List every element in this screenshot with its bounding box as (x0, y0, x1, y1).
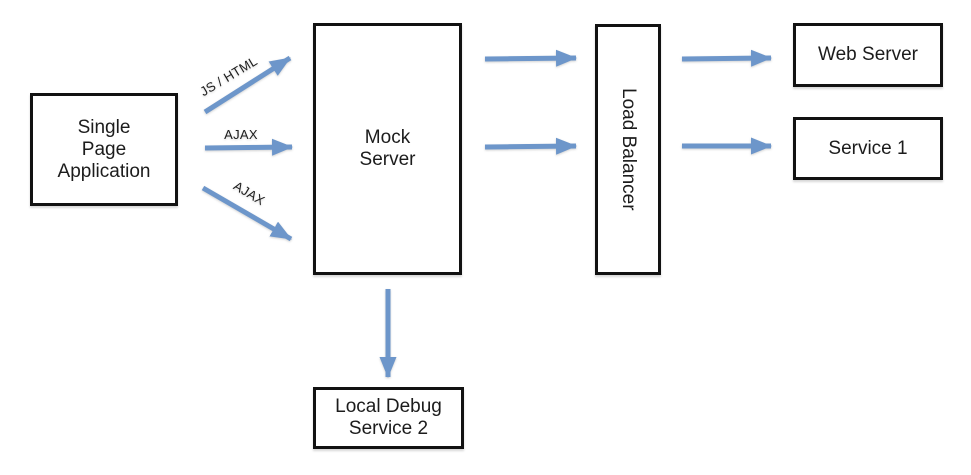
node-mock-server: Mock Server (313, 23, 462, 275)
edge-label-ajax-bottom: AJAX (231, 178, 268, 208)
node-service-1-label: Service 1 (828, 137, 908, 159)
node-single-page-application: Single Page Application (30, 93, 178, 206)
node-web-server-label: Web Server (818, 44, 918, 65)
edge-spa-to-mock-js-html (203, 55, 292, 115)
node-local-debug-service-2: Local Debug Service 2 (313, 387, 464, 449)
edge-label-js-html: JS / HTML (197, 53, 260, 99)
node-single-page-application-label: Single Page Application (57, 116, 151, 182)
edge-spa-to-mock-ajax-lower (201, 185, 293, 242)
node-web-server: Web Server (793, 23, 943, 87)
node-load-balancer: Load Balancer (595, 24, 661, 275)
node-load-balancer-label: Load Balancer (618, 88, 639, 211)
edge-label-ajax-top: AJAX (224, 127, 258, 142)
edge-mock-to-loadbalancer-bottom (484, 137, 577, 155)
node-local-debug-service-2-label: Local Debug Service 2 (335, 396, 442, 439)
node-service-1: Service 1 (793, 117, 943, 180)
edge-spa-to-mock-ajax (204, 138, 293, 156)
edge-mock-to-loadbalancer-top (484, 49, 577, 67)
node-mock-server-label: Mock Server (359, 127, 416, 170)
edge-loadbalancer-to-webserver (681, 49, 772, 67)
